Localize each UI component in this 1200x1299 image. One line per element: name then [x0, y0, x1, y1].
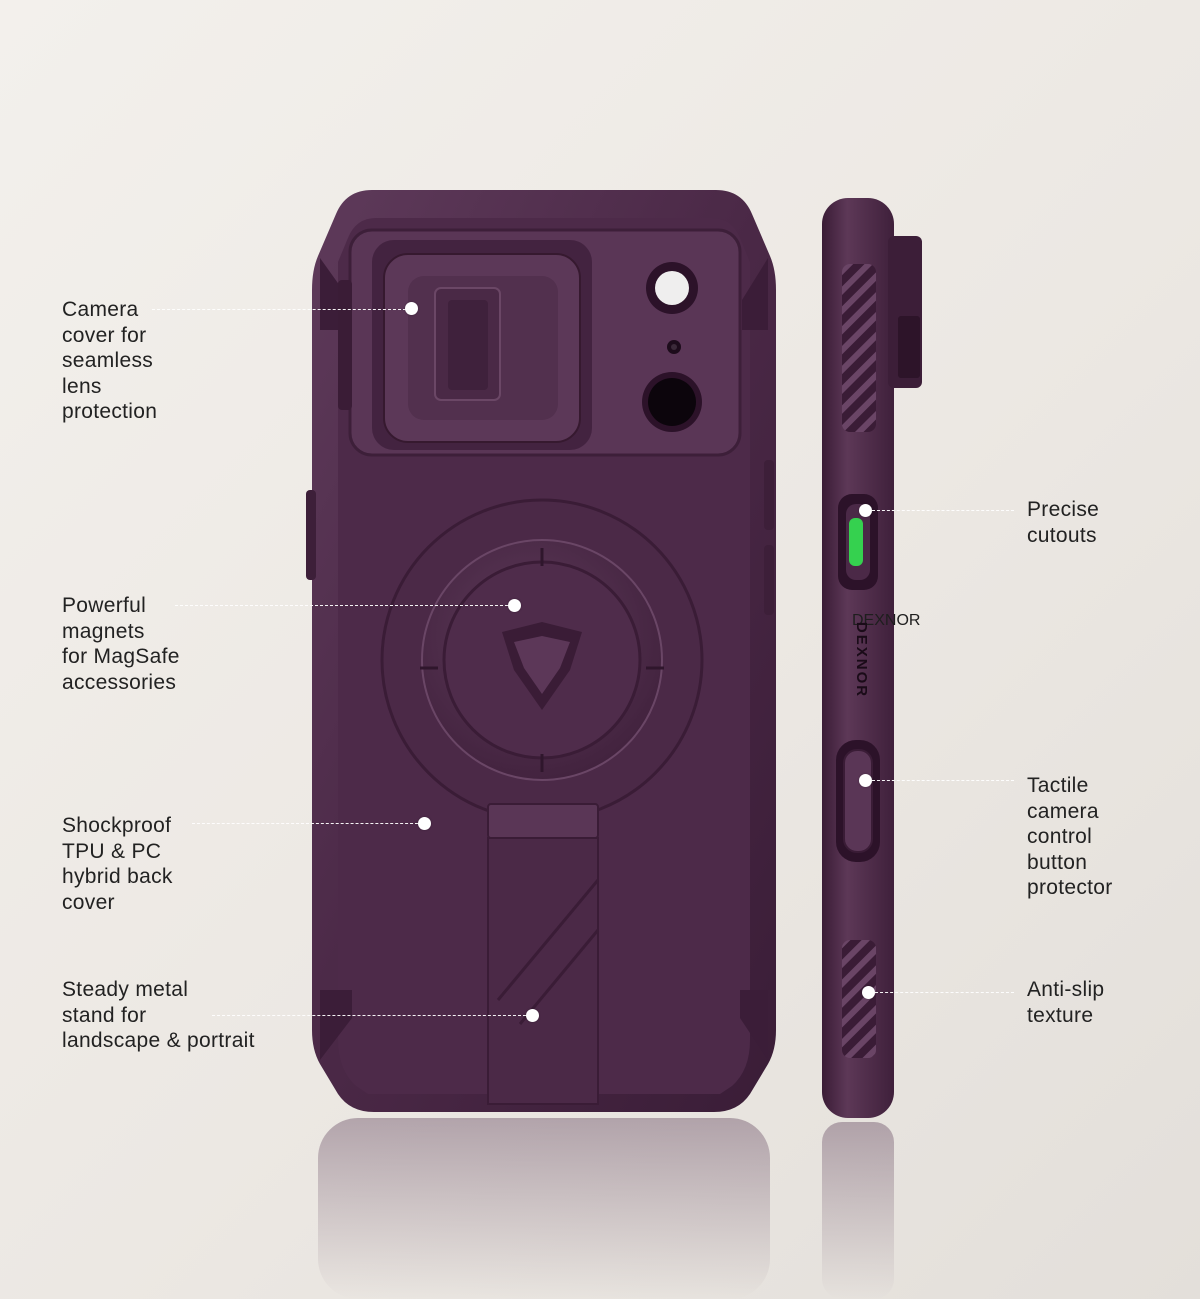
callout-camera-control: Tactile camera control button protector — [1027, 774, 1113, 899]
callout-cutouts: Precise cutouts — [1027, 498, 1100, 547]
callout-shockproof: Shockproof TPU & PC hybrid back cover — [62, 814, 173, 914]
brand-mark-text: DEXNOR — [853, 621, 870, 699]
leader-line-cutouts — [872, 510, 1014, 511]
marker-shockproof — [418, 817, 431, 830]
callout-camera-cover: Camera cover for seamless lens protectio… — [62, 298, 158, 423]
marker-cutouts — [859, 504, 872, 517]
leader-line-camera-control — [872, 780, 1014, 781]
leader-line-anti-slip — [875, 992, 1014, 993]
camera-module — [338, 228, 742, 457]
case-side-view — [822, 198, 922, 1118]
magsafe-ring — [380, 498, 704, 822]
callout-stand: Steady metal stand for landscape & portr… — [62, 978, 255, 1052]
marker-magnets — [508, 599, 521, 612]
callout-anti-slip: Anti-slip texture — [1027, 978, 1105, 1027]
marker-stand — [526, 1009, 539, 1022]
leader-line-camera-cover — [152, 309, 406, 310]
callout-magnets: Powerful magnets for MagSafe accessories — [62, 594, 180, 694]
marker-camera-control — [859, 774, 872, 787]
leader-line-magnets — [175, 605, 508, 606]
leader-line-shockproof — [192, 823, 418, 824]
kickstand — [487, 803, 600, 1105]
floor-reflection — [318, 1118, 894, 1299]
leader-line-stand — [212, 1015, 526, 1016]
marker-camera-cover — [405, 302, 418, 315]
marker-anti-slip — [862, 986, 875, 999]
